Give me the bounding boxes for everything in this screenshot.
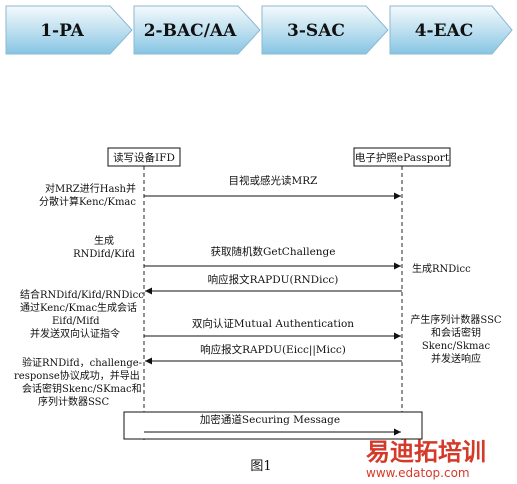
- message-rapdu-eicc-micc: 响应报文RAPDU(Eicc||Micc): [145, 343, 402, 365]
- phase-2-bac-aa: 2-BAC/AA: [133, 5, 261, 55]
- message-rapdu-eicc-micc-label: 响应报文RAPDU(Eicc||Micc): [200, 343, 346, 357]
- right-note-session-ssc-line: 并发送响应: [431, 352, 481, 365]
- watermark-url: www.edatop.com: [366, 466, 470, 480]
- left-note-session-eifd-line: Eifd/Mifd: [52, 316, 100, 327]
- watermark-brand: 易迪拓培训: [366, 438, 486, 466]
- phase-1-label: 1-PA: [40, 21, 84, 41]
- watermark: 易迪拓培训 www.edatop.com: [366, 438, 486, 480]
- right-note-session-ssc-line: Skenc/Skmac: [422, 341, 491, 352]
- left-note-verify-rndifd-line: response协议成功，并导出: [14, 369, 140, 382]
- secure-channel-box: [123, 411, 423, 440]
- phase-4-chevron: [389, 5, 513, 55]
- message-read-mrz: 目视或感光读MRZ: [144, 174, 401, 200]
- left-note-verify-rndifd-line: 验证RNDifd，challenge-: [22, 356, 142, 369]
- left-note-generate-rndifd: 生成 RNDifd/Kifd: [73, 234, 135, 260]
- left-note-verify-rndifd: 验证RNDifd，challenge- response协议成功，并导出 会话密…: [14, 356, 142, 408]
- left-note-hash-mrz: 对MRZ进行Hash并 分散计算Kenc/Kmac: [39, 182, 136, 208]
- message-get-challenge: 获取随机数GetChallenge: [144, 245, 401, 270]
- message-read-mrz-label: 目视或感光读MRZ: [229, 174, 318, 187]
- message-rapdu-rndicc: 响应报文RAPDU(RNDicc): [145, 273, 402, 295]
- phase-4-label: 4-EAC: [415, 21, 474, 41]
- phase-3-label: 3-SAC: [287, 21, 345, 41]
- left-note-verify-rndifd-line: 会话密钥Skenc/SKmac和: [22, 382, 142, 395]
- left-note-hash-mrz-line: 对MRZ进行Hash并: [45, 182, 136, 195]
- participant-ifd: 读写设备IFD: [107, 147, 181, 167]
- left-note-session-eifd: 结合RNDifd/Kifd/RNDicc 通过Kenc/Kmac生成会话 Eif…: [20, 288, 144, 340]
- right-note-session-ssc-line: 产生序列计数器SSC: [410, 313, 502, 326]
- phase-3-chevron: [261, 5, 389, 55]
- right-note-generate-rndicc: 生成RNDicc: [412, 262, 471, 275]
- message-rapdu-rndicc-label: 响应报文RAPDU(RNDicc): [208, 273, 339, 286]
- left-note-verify-rndifd-line: 序列计数器SSC: [38, 395, 110, 408]
- phase-3-sac: 3-SAC: [261, 5, 389, 55]
- phase-2-label: 2-BAC/AA: [144, 21, 237, 41]
- message-mutual-auth: 双向认证Mutual Authentication: [144, 317, 401, 340]
- left-note-session-eifd-line: 并发送双向认证指令: [30, 327, 120, 340]
- left-note-session-eifd-line: 结合RNDifd/Kifd/RNDicc: [20, 288, 144, 301]
- right-note-session-ssc-line: 和会话密钥: [431, 326, 481, 339]
- message-mutual-auth-label: 双向认证Mutual Authentication: [192, 317, 354, 330]
- phase-bar: 1-PA 2-BAC/AA 3-SAC 4-EAC: [5, 5, 513, 55]
- left-note-generate-rndifd-line: 生成: [94, 234, 114, 247]
- phase-2-chevron: [133, 5, 261, 55]
- right-note-generate-rndicc-line: 生成RNDicc: [412, 262, 471, 275]
- phase-1-pa: 1-PA: [5, 5, 133, 55]
- message-get-challenge-label: 获取随机数GetChallenge: [210, 245, 335, 258]
- right-note-session-ssc: 产生序列计数器SSC 和会话密钥 Skenc/Skmac 并发送响应: [410, 313, 502, 365]
- secure-channel: 加密通道Securing Message: [123, 411, 423, 440]
- left-note-generate-rndifd-line: RNDifd/Kifd: [73, 249, 135, 260]
- phase-1-chevron: [5, 5, 133, 55]
- secure-channel-label: 加密通道Securing Message: [200, 413, 340, 426]
- participant-ifd-label: 读写设备IFD: [113, 151, 175, 164]
- left-note-hash-mrz-line: 分散计算Kenc/Kmac: [39, 195, 136, 208]
- phase-4-eac: 4-EAC: [389, 5, 513, 55]
- left-note-session-eifd-line: 通过Kenc/Kmac生成会话: [20, 301, 137, 314]
- participant-epassport-label: 电子护照ePassport: [355, 151, 450, 164]
- figure-caption: 图1: [250, 459, 271, 474]
- participant-epassport: 电子护照ePassport: [353, 147, 451, 167]
